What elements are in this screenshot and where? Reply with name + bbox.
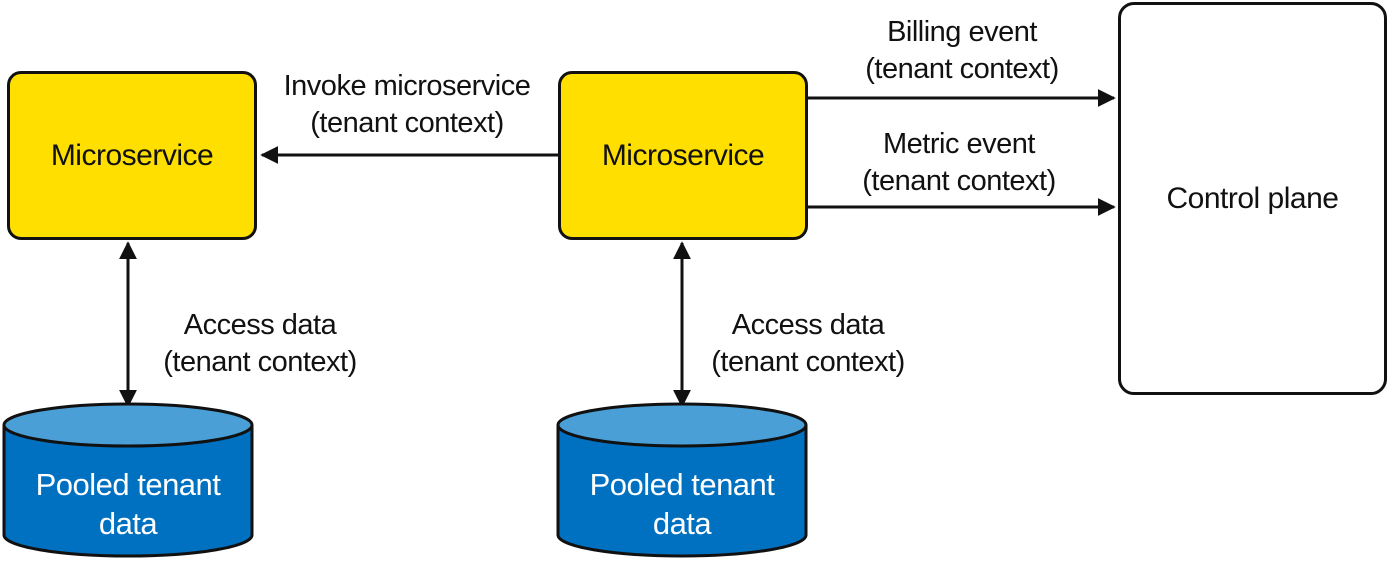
control-plane-label: Control plane xyxy=(1166,181,1339,215)
database-left-icon xyxy=(2,402,254,558)
access-center-label: Access data (tenant context) xyxy=(711,309,905,378)
metric-label: Metric event (tenant context) xyxy=(862,128,1056,197)
invoke-label: Invoke microservice (tenant context) xyxy=(283,70,531,139)
database-left-label: Pooled tenant data xyxy=(35,467,221,541)
microservice-left: Microservice xyxy=(7,71,257,240)
microservice-left-label: Microservice xyxy=(50,138,214,172)
microservice-center: Microservice xyxy=(558,71,808,240)
microservice-center-label: Microservice xyxy=(601,138,765,172)
database-center-label: Pooled tenant data xyxy=(589,467,775,541)
billing-label: Billing event (tenant context) xyxy=(865,16,1059,85)
database-center-icon xyxy=(556,402,808,558)
access-left-label: Access data (tenant context) xyxy=(163,309,357,378)
control-plane: Control plane xyxy=(1118,2,1387,395)
